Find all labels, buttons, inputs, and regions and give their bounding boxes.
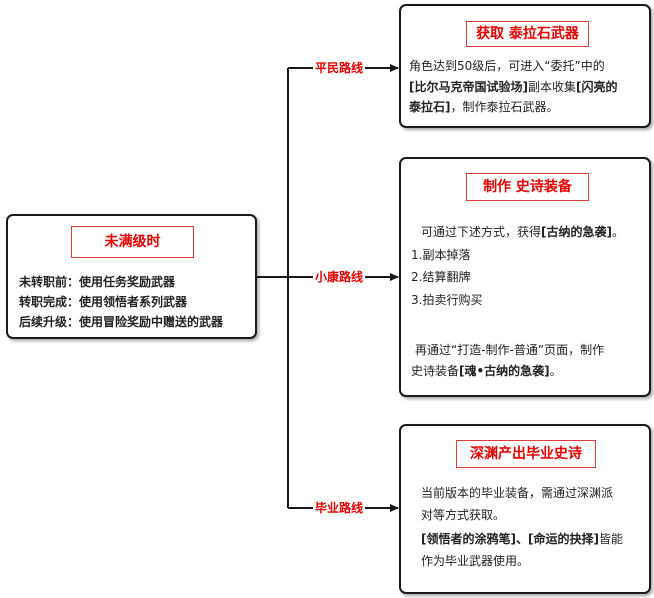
material-name-part1: [闪亮的	[576, 80, 618, 94]
terra-stone-title: 获取 泰拉石武器	[466, 21, 589, 47]
epic-line-3: 史诗装备[魂•古纳的急袭]。	[411, 360, 562, 382]
row-label: 后续升级：	[19, 315, 80, 329]
row-text: 使用领悟者系列武器	[79, 295, 188, 309]
dungeon-name: [比尔马克帝国试验场]	[409, 80, 528, 94]
row-text: 使用任务奖励武器	[79, 275, 176, 289]
soul-item-name: [魂•古纳的急袭]	[459, 364, 550, 378]
abyss-line-3-text: 皆能	[598, 532, 623, 546]
route-label-commoner: 平民路线	[313, 59, 366, 76]
abyss-line-3: [领悟者的涂鸦笔]、[命运的抉择]皆能	[421, 528, 623, 550]
route-label-graduation: 毕业路线	[313, 499, 366, 516]
epic-line-2: 再通过“打造-制作-普通”页面，制作	[415, 343, 605, 357]
row-later-leveling: 后续升级：使用冒险奖励中赠送的武器	[19, 311, 223, 333]
pre-max-level-title: 未满级时	[71, 226, 194, 258]
method-item-1: 1.副本掉落	[411, 248, 471, 262]
terra-line-2: [比尔马克帝国试验场]副本收集[闪亮的	[409, 76, 618, 98]
terra-line-2-text: 副本收集	[527, 80, 576, 94]
epic-equipment-title: 制作 史诗装备	[466, 173, 589, 201]
abyss-line-1: 当前版本的毕业装备，需通过深渊派	[421, 486, 614, 500]
epic-line-1-text: 可通过下述方式，获得	[421, 225, 542, 239]
abyss-line-2: 对等方式获取。	[421, 508, 506, 522]
row-text: 使用冒险奖励中赠送的武器	[79, 315, 224, 329]
row-label: 转职完成：	[19, 295, 80, 309]
row-label: 未转职前：	[19, 275, 80, 289]
terra-line-3: 泰拉石]，制作泰拉石武器。	[409, 96, 559, 118]
terra-line-1: 角色达到50级后，可进入“委托”中的	[409, 59, 605, 73]
epic-line-1-end: 。	[612, 225, 625, 239]
epic-line-3-end: 。	[549, 364, 562, 378]
terra-stone-weapon-box: 获取 泰拉石武器 角色达到50级后，可进入“委托”中的 [比尔马克帝国试验场]副…	[399, 4, 651, 128]
abyss-epic-title: 深渊产出毕业史诗	[456, 440, 596, 468]
method-item-3: 3.拍卖行购买	[411, 293, 483, 307]
method-item-2: 2.结算翻牌	[411, 270, 471, 284]
epic-equipment-box: 制作 史诗装备 可通过下述方式，获得[古纳的急袭]。 1.副本掉落 2.结算翻牌…	[399, 157, 651, 397]
route-label-moderate: 小康路线	[313, 268, 366, 285]
abyss-line-4: 作为毕业武器使用。	[421, 554, 530, 568]
row-advancement-done: 转职完成：使用领悟者系列武器	[19, 291, 187, 313]
material-name-part2: 泰拉石]	[409, 100, 451, 114]
item-name: [古纳的急袭]	[541, 225, 612, 239]
abyss-epic-box: 深渊产出毕业史诗 当前版本的毕业装备，需通过深渊派 对等方式获取。 [领悟者的涂…	[399, 424, 651, 594]
epic-line-3-text: 史诗装备	[411, 364, 460, 378]
pre-max-level-box: 未满级时 未转职前：使用任务奖励武器 转职完成：使用领悟者系列武器 后续升级：使…	[6, 214, 257, 339]
graduation-weapon-names: [领悟者的涂鸦笔]、[命运的抉择]	[421, 532, 599, 546]
terra-line-3-text: ，制作泰拉石武器。	[450, 100, 559, 114]
epic-line-1: 可通过下述方式，获得[古纳的急袭]。	[421, 221, 624, 243]
row-before-advancement: 未转职前：使用任务奖励武器	[19, 271, 175, 293]
